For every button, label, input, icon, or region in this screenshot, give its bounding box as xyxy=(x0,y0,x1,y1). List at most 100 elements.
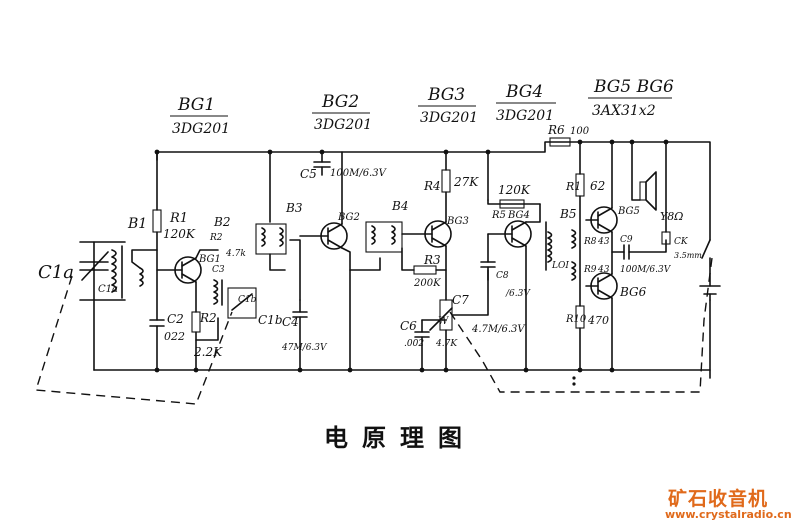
ifc1-box xyxy=(255,223,287,255)
ifc2-coil-a xyxy=(371,225,376,245)
bg4-model-label: 3DG201 xyxy=(496,108,554,124)
bg5-bg6-model-label: 3AX31x2 xyxy=(592,103,656,119)
c2-label: C2 xyxy=(167,312,184,326)
junctions xyxy=(154,139,669,373)
r2-resistor xyxy=(191,311,201,333)
c8-label: C8 xyxy=(496,271,509,281)
r1b-label: R1 xyxy=(565,180,581,193)
b5-value: LOI xyxy=(551,261,569,271)
b1-secondary-coil xyxy=(139,267,144,287)
bg3-tag: BG3 xyxy=(446,216,469,227)
r3-label: R3 xyxy=(423,253,441,267)
c3-label: C3 xyxy=(212,265,225,275)
r1b-value: 62 xyxy=(590,179,605,193)
ck-jack xyxy=(661,231,671,245)
r8-value: 43 xyxy=(597,237,610,247)
r6-resistor xyxy=(549,137,571,147)
header-bg5-bg6: BG5 BG6 3AX31x2 xyxy=(588,77,674,119)
bg4-tag: BG4 xyxy=(507,210,530,221)
c1b-box xyxy=(227,287,257,319)
r10-value: 470 xyxy=(587,314,609,327)
b5-sec-coil-a xyxy=(571,229,577,249)
r9-value: 43 xyxy=(597,265,610,275)
c6-label: C6 xyxy=(400,319,417,333)
output-stage: R6 100 R1 62 R10 470 R8 43 R9 43 BG5 BG6 xyxy=(547,123,721,371)
r10-label: R10 xyxy=(565,314,587,325)
speaker-label: Y8Ω xyxy=(660,210,683,223)
bg4-header-label: BG4 xyxy=(505,82,543,102)
ifc1-coil-a xyxy=(261,227,266,247)
ck-label: CK xyxy=(674,237,689,247)
b5-label: B5 xyxy=(559,207,576,221)
r2-small-value: 4.7k xyxy=(225,249,246,259)
gang-links xyxy=(35,257,713,405)
ck-value: 3.5mm xyxy=(674,251,702,260)
c7-value: 4.7M/6.3V xyxy=(471,324,526,335)
b3-label: B3 xyxy=(285,201,303,215)
r1-value: 120K xyxy=(163,227,196,241)
ifc1-coil-b xyxy=(279,227,284,247)
bg4-stage: 120K R5 BG4 C8 /6.3V LOI B5 xyxy=(480,151,576,371)
b4-label: B4 xyxy=(391,199,408,213)
bg2-model-label: 3DG201 xyxy=(314,117,372,133)
c1a-label: C1a xyxy=(38,262,74,283)
w-label: W xyxy=(438,316,449,327)
c9-value: 100M/6.3V xyxy=(620,265,672,275)
gang-link-volume-switch xyxy=(449,257,713,393)
c4-label: C4 xyxy=(282,315,299,329)
c5-value: 100M/6.3V xyxy=(330,168,388,179)
r2-label: R2 xyxy=(199,311,217,325)
r4-label: R4 xyxy=(423,179,441,193)
watermark-site-name: 矿石收音机 xyxy=(668,488,769,510)
r2-small-label: R2 xyxy=(209,233,223,243)
speaker-icon xyxy=(645,171,657,211)
bg2-header-label: BG2 xyxy=(321,92,359,112)
ifc2-coil-b xyxy=(391,225,396,245)
header-bg1: BG1 3DG201 xyxy=(170,95,230,137)
c1b-label-a: C1b xyxy=(238,295,257,305)
diagram-caption: 电原理图 xyxy=(324,423,476,452)
b5-sec-coil-b xyxy=(571,261,577,281)
r6-value: 100 xyxy=(570,126,590,137)
r3-value: 200K xyxy=(413,278,441,289)
bg1-tag: BG1 xyxy=(198,254,221,265)
gang-link-c1a-c1b xyxy=(35,275,233,405)
r5-value: 120K xyxy=(498,183,531,197)
b2-label: B2 xyxy=(213,215,230,229)
c4-value: 47M/6.3V xyxy=(281,343,328,353)
c7-label: C7 xyxy=(452,293,469,307)
r3-resistor xyxy=(413,265,437,275)
bg3-model-label: 3DG201 xyxy=(420,110,478,126)
c5-label: C5 xyxy=(300,167,317,181)
c2-value: 022 xyxy=(164,330,185,343)
bg5-tag: BG5 xyxy=(617,206,640,217)
c1b-label-b: C1b xyxy=(258,313,283,327)
bg1-header-label: BG1 xyxy=(177,95,215,115)
r4-value: 27K xyxy=(453,175,479,189)
c6-value: .002 xyxy=(404,339,424,349)
bg1-stage: R1 120K C2 022 BG1 R2 2.2K B2 R2 4.7k C3… xyxy=(149,151,283,371)
r4-resistor xyxy=(441,169,451,193)
r1-label: R1 xyxy=(169,211,188,226)
r1-resistor xyxy=(152,209,162,233)
osc-coil xyxy=(213,279,219,305)
bg2-tag: BG2 xyxy=(337,212,360,223)
bg2-stage: B3 BG2 C5 100M/6.3V C4 47M/6.3V xyxy=(255,151,388,371)
b1-label: B1 xyxy=(127,216,147,232)
c1a-coil-label: C1a xyxy=(98,284,118,295)
watermark-url: www.crystalradio.cn xyxy=(665,508,792,521)
bg1-model-label: 3DG201 xyxy=(172,121,230,137)
r8-label: R8 xyxy=(583,237,597,247)
header-bg3: BG3 3DG201 xyxy=(418,85,478,126)
bg6-tag: BG6 xyxy=(619,285,647,299)
b5-primary-coil xyxy=(547,231,553,263)
header-bg4: BG4 3DG201 xyxy=(496,82,556,124)
r2-value: 2.2K xyxy=(193,345,223,359)
r6-label: R6 xyxy=(547,123,565,137)
c8-value: /6.3V xyxy=(505,289,531,299)
speaker-body xyxy=(639,181,647,201)
r9-label: R9 xyxy=(583,265,597,275)
tuning-section: C1a C1a B1 xyxy=(38,216,158,371)
